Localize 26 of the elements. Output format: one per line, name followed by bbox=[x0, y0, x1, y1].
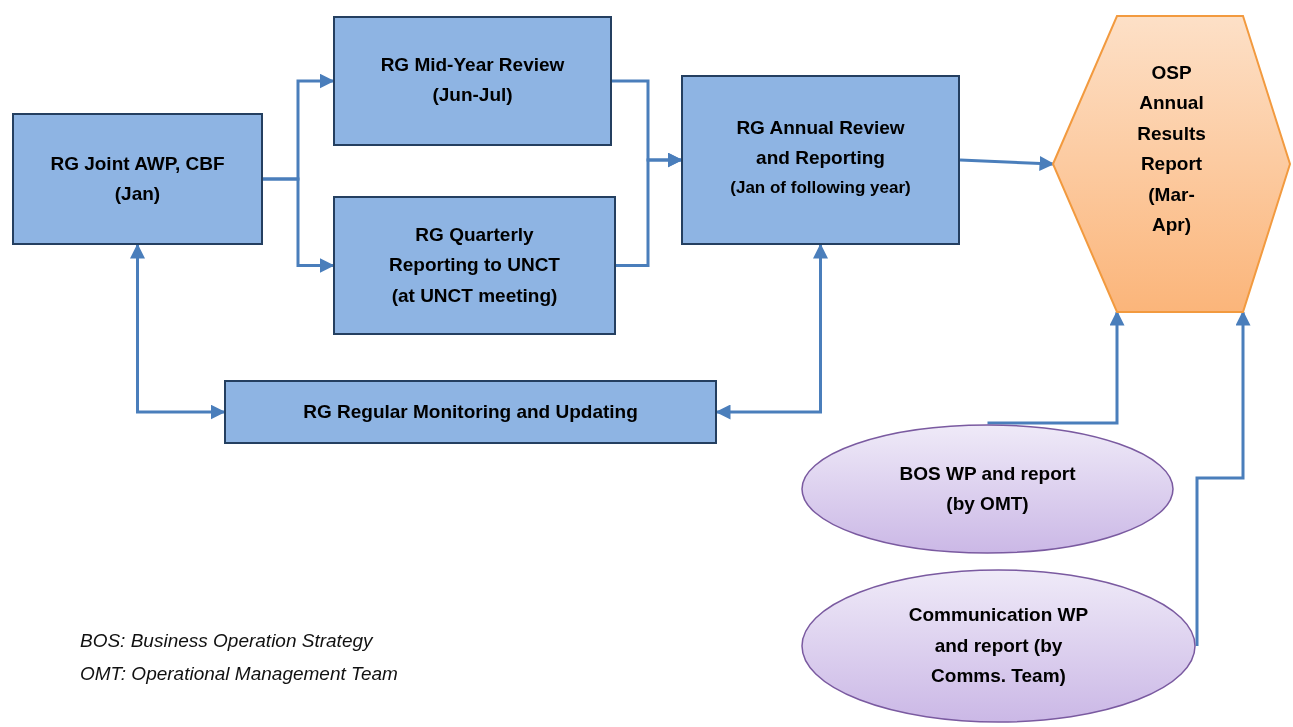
node-title: RG Regular Monitoring and Updating bbox=[303, 399, 638, 424]
connector-arrow bbox=[616, 152, 683, 267]
connector-arrow bbox=[263, 177, 335, 273]
process-box bbox=[681, 75, 960, 245]
connector-arrow bbox=[1195, 310, 1251, 646]
node-subtitle: (Mar-Apr) bbox=[1147, 182, 1196, 237]
node-subtitle: (Jan) bbox=[114, 182, 161, 206]
connector-arrow bbox=[987, 310, 1125, 425]
node-title: RG Mid-Year Review bbox=[380, 53, 565, 77]
node-subtitle: (at UNCT meeting) bbox=[391, 283, 558, 308]
process-box bbox=[333, 196, 616, 335]
node-title: OSP Annual Results Report bbox=[1136, 61, 1207, 177]
process-box bbox=[12, 113, 263, 245]
node-subtitle: (Jan of following year) bbox=[730, 176, 911, 199]
node-title: RG Annual Review and Reporting bbox=[735, 116, 906, 171]
node-subtitle: (Jun-Jul) bbox=[432, 83, 513, 108]
footnote-text: OMT: Operational Management Team bbox=[80, 663, 398, 685]
process-box bbox=[224, 380, 717, 444]
node-title: Communication WP and report (by Comms. Team) bbox=[908, 603, 1089, 689]
connector-arrow bbox=[959, 155, 1055, 171]
process-box bbox=[333, 16, 612, 146]
node-title: RG Joint AWP, CBF bbox=[50, 151, 225, 176]
node-title: RG Quarterly Reporting to UNCT bbox=[388, 222, 561, 278]
connector-arrow bbox=[130, 243, 226, 420]
footnote-text: BOS: Business Operation Strategy bbox=[80, 630, 373, 652]
node-title: BOS WP and report (by OMT) bbox=[898, 461, 1077, 516]
